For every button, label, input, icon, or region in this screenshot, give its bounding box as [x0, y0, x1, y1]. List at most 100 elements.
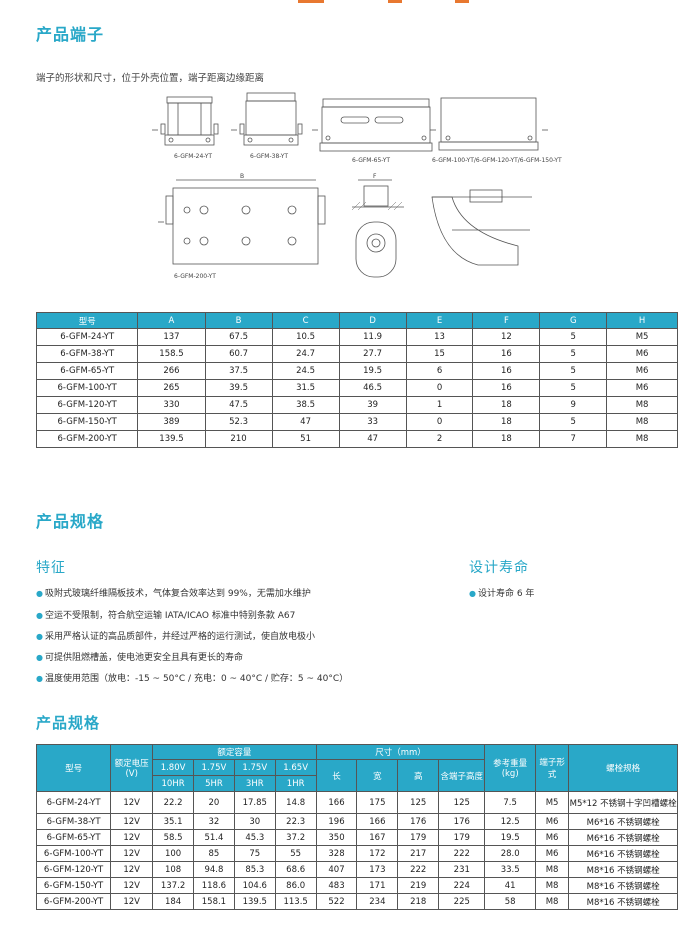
table-cell: 6-GFM-38-YT: [35, 813, 112, 830]
terminal-section-title: 产品端子: [36, 25, 105, 44]
table-cell: M6: [534, 829, 570, 846]
table-cell: 265: [137, 379, 206, 397]
table-cell: 6-GFM-120-YT: [35, 396, 139, 414]
table-cell: 6-GFM-24-YT: [35, 791, 112, 814]
features-title: 特征: [36, 560, 66, 576]
table-cell: 51: [271, 430, 340, 448]
table-cell: M6: [534, 813, 570, 830]
table-cell: M8*16 不锈钢螺栓: [568, 877, 678, 894]
bullet-icon: ●: [36, 653, 43, 662]
table-cell: 18: [472, 396, 541, 414]
table-cell: 171: [356, 877, 399, 894]
table-cell: 196: [315, 813, 358, 830]
header-cap-hour: 10HR: [152, 775, 194, 792]
product-spec-table: 型号 额定电压 (V) 额定容量 尺寸（mm） 参考重量 (kg) 端子形式 螺…: [35, 744, 678, 910]
table-cell: 10.5: [271, 328, 340, 346]
table-cell: M6: [534, 845, 570, 862]
table-cell: 118.6: [193, 877, 235, 894]
table-cell: 100: [152, 845, 194, 862]
table-cell: 166: [356, 813, 399, 830]
table-cell: 47.5: [204, 396, 273, 414]
table-cell: 12V: [110, 813, 154, 830]
table-cell: 6-GFM-200-YT: [35, 430, 139, 448]
bullet-icon: ●: [469, 589, 476, 598]
table-cell: 6-GFM-120-YT: [35, 861, 112, 878]
bullet-icon: ●: [36, 632, 43, 641]
table-cell: 6-GFM-150-YT: [35, 413, 139, 431]
table-cell: 58.5: [152, 829, 194, 846]
feature-item: ●温度使用范围（放电：-15 ~ 50°C / 充电：0 ~ 40°C / 贮存…: [36, 674, 349, 684]
drawing-200: [158, 179, 326, 265]
table-cell: 14.8: [274, 791, 317, 814]
table-cell: 85.3: [233, 861, 276, 878]
drawing-label-3: 6-GFM-65-YT: [352, 157, 390, 164]
table-cell: 7.5: [484, 791, 536, 814]
table-cell: 7: [539, 430, 608, 448]
hatch: [351, 201, 403, 211]
header-size-col: 宽: [356, 759, 399, 792]
table-cell: 522: [315, 893, 358, 910]
table-cell: 37.5: [204, 362, 273, 380]
table-cell: 33: [338, 413, 407, 431]
table-cell: 179: [397, 829, 440, 846]
header-capacity: 额定容量: [152, 744, 317, 760]
table-cell: 22.2: [152, 791, 194, 814]
terminal-drawings: 6-GFM-24-YT 6-GFM-38-YT 6-GFM-65-YT 6-GF…: [152, 92, 562, 280]
table-cell: 234: [356, 893, 399, 910]
table-cell: 46.5: [338, 379, 407, 397]
feature-item: ●吸附式玻璃纤维隔板技术，气体复合效率达到 99%，无需加水维护: [36, 589, 311, 599]
table-cell: 217: [397, 845, 440, 862]
drawing-terminal-detail: [352, 179, 404, 278]
table-cell: 39: [338, 396, 407, 414]
table-cell: 0: [405, 379, 474, 397]
table-cell: 231: [438, 861, 486, 878]
table-cell: 22.3: [274, 813, 317, 830]
feature-item: ●空运不受限制，符合航空运输 IATA/ICAO 标准中特别条款 A67: [36, 611, 296, 621]
table-cell: M8: [606, 430, 678, 448]
table-cell: 483: [315, 877, 358, 894]
top-decoration: [0, 0, 692, 3]
table-cell: 28.0: [484, 845, 536, 862]
table-cell: 5: [539, 413, 608, 431]
table-cell: 407: [315, 861, 358, 878]
table-cell: 0: [405, 413, 474, 431]
table-cell: 5: [539, 379, 608, 397]
table-cell: 225: [438, 893, 486, 910]
table-cell: 31.5: [271, 379, 340, 397]
drawing-label-1: 6-GFM-24-YT: [174, 153, 212, 160]
header-terminal: 端子形式: [534, 744, 570, 792]
table-cell: M8*16 不锈钢螺栓: [568, 861, 678, 878]
spec-section-title: 产品规格: [36, 512, 105, 531]
table-cell: 224: [438, 877, 486, 894]
col-header: A: [137, 312, 206, 329]
drawing-24: [152, 96, 219, 146]
table-cell: 218: [397, 893, 440, 910]
bullet-icon: ●: [36, 611, 43, 620]
table-cell: 33.5: [484, 861, 536, 878]
table-cell: 32: [193, 813, 235, 830]
header-size-col: 高: [397, 759, 440, 792]
table-cell: 5: [539, 362, 608, 380]
table-cell: 5: [539, 328, 608, 346]
header-cap-volt: 1.65V: [274, 759, 317, 776]
bullet-icon: ●: [36, 589, 43, 598]
table-cell: M5: [534, 791, 570, 814]
table-cell: 184: [152, 893, 194, 910]
table-cell: 172: [356, 845, 399, 862]
drawing-38: [231, 92, 303, 146]
header-size-col: 长: [315, 759, 358, 792]
drawing-label-2: 6-GFM-38-YT: [250, 153, 288, 160]
table-cell: 266: [137, 362, 206, 380]
table-cell: 19.5: [338, 362, 407, 380]
table-cell: 2: [405, 430, 474, 448]
table-cell: 20: [193, 791, 235, 814]
header-cap-hour: 1HR: [274, 775, 317, 792]
terminal-description: 端子的形状和尺寸，位于外壳位置，端子距离边缘距离: [36, 73, 265, 84]
table-cell: 108: [152, 861, 194, 878]
table-cell: 12V: [110, 829, 154, 846]
